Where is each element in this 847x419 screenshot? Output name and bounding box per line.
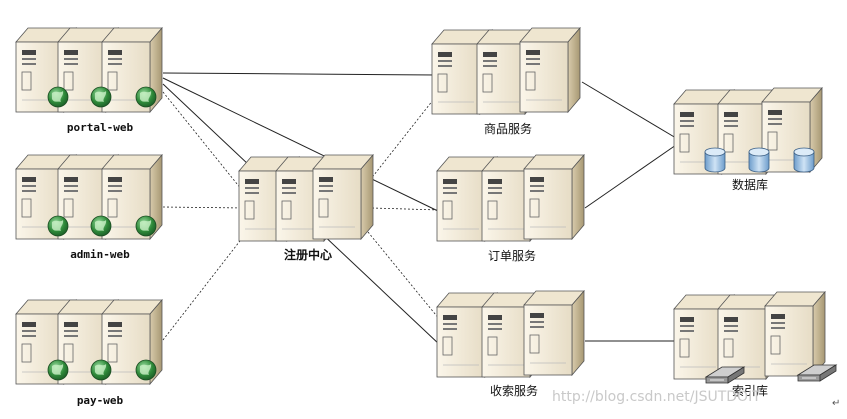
portal-web-label: portal-web	[66, 121, 134, 134]
link-admin-registry	[162, 206, 246, 209]
portal-web-cluster	[15, 27, 163, 113]
admin-web-cluster	[15, 154, 163, 240]
pay-web-label: pay-web	[76, 394, 124, 407]
globe-icon	[90, 215, 112, 237]
link-order-db	[584, 144, 677, 209]
globe-icon	[47, 359, 69, 381]
search-service-cluster	[436, 290, 585, 378]
link-pay-registry	[162, 227, 251, 341]
globe-icon	[47, 215, 69, 237]
database-cylinder-icon	[704, 147, 726, 173]
link-registry-goods	[369, 94, 438, 181]
index-store-cluster	[673, 291, 837, 384]
pay-web-cluster	[15, 299, 163, 385]
index-store-label: 索引库	[731, 384, 768, 398]
globe-icon	[135, 86, 157, 108]
link-portal-registry	[162, 91, 259, 211]
database-cluster	[673, 87, 823, 175]
goods-service-label: 商品服务	[483, 122, 532, 136]
watermark-text: http://blog.csdn.net/JSUTDOIT	[552, 389, 761, 405]
globe-icon	[135, 215, 157, 237]
link-portal-order	[162, 77, 441, 213]
search-service-label: 收索服务	[489, 384, 538, 398]
registry-cluster	[238, 154, 374, 242]
globe-icon	[90, 359, 112, 381]
registry-label: 注册中心	[283, 248, 332, 262]
link-registry-order	[371, 207, 441, 211]
database-cylinder-icon	[748, 147, 770, 173]
goods-service-cluster	[431, 27, 581, 115]
return-mark: ↵	[832, 398, 841, 409]
order-service-label: 订单服务	[487, 249, 536, 263]
link-portal-goods	[162, 72, 438, 76]
admin-web-label: admin-web	[70, 248, 130, 261]
database-cylinder-icon	[793, 147, 815, 173]
link-goods-db	[581, 81, 677, 139]
link-registry-search	[367, 231, 441, 321]
globe-icon	[47, 86, 69, 108]
globe-icon	[135, 359, 157, 381]
globe-icon	[90, 86, 112, 108]
order-service-cluster	[436, 154, 585, 242]
database-label: 数据库	[731, 178, 768, 192]
